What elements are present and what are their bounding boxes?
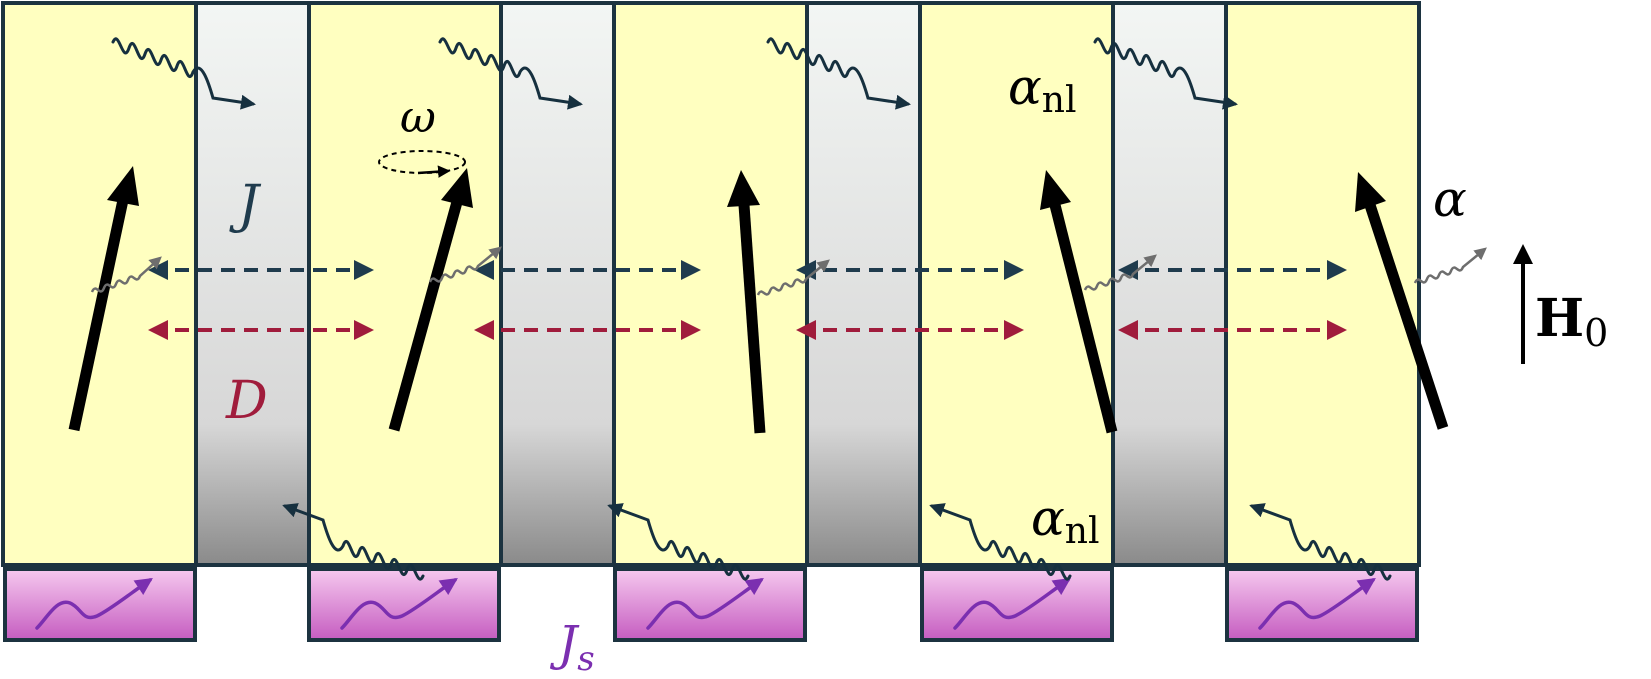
spin-current-pad-2 (307, 567, 501, 642)
wavy-arrow-icon (438, 37, 583, 110)
wavy-arrow-icon (1093, 37, 1238, 110)
wavy-arrow-icon (428, 246, 502, 283)
local-damping-waves (90, 246, 1487, 296)
wavy-arrow-icon (282, 503, 425, 581)
wavy-arrow-icon (1413, 247, 1487, 284)
H0-label: H0 (1535, 288, 1608, 355)
omega-label: ω (400, 92, 436, 143)
precession-indicator: ω (378, 92, 466, 178)
spin-current-pads (3, 567, 1419, 642)
wavy-arrow-icon (929, 503, 1072, 581)
squiggle-arrow-icon (953, 578, 1071, 630)
moment-arrow-3 (727, 170, 766, 434)
alpha-label: α (1433, 170, 1467, 228)
external-field-indicator: H0 (1513, 244, 1608, 364)
Js-label: Js (549, 616, 595, 679)
wavy-arrow-icon (90, 256, 162, 293)
wavy-arrow-icon (1083, 254, 1157, 291)
ferromagnet-layer-2 (307, 1, 503, 567)
spin-current-pad-1 (3, 567, 197, 642)
moment-arrow-4 (1040, 170, 1118, 434)
ferromagnet-layers (1, 1, 1421, 567)
wavy-arrow-icon (607, 503, 750, 581)
spacer-layer-4 (1111, 1, 1228, 567)
alpha-nl-label-bottom: αnl (1031, 489, 1099, 552)
squiggle-arrow-icon (340, 578, 458, 630)
wavy-arrow-icon (766, 37, 911, 110)
magnetic-moments (68, 166, 1449, 434)
D-label: D (225, 371, 268, 431)
squiggle-arrow-icon (1258, 578, 1376, 630)
moment-arrow-5 (1355, 172, 1449, 430)
wavy-arrow-icon (1249, 503, 1392, 581)
spin-current-pad-3 (613, 567, 807, 642)
spin-current-pad-4 (920, 567, 1114, 642)
alpha-nl-label-top: αnl (1008, 58, 1076, 121)
spacer-layer-2 (499, 1, 616, 567)
ferromagnet-layer-3 (612, 1, 809, 567)
wavy-arrow-icon (756, 259, 830, 296)
ferromagnet-layer-4 (918, 1, 1115, 567)
spin-pumping-waves-top (111, 37, 1238, 110)
squiggle-arrow-icon (646, 578, 764, 630)
spin-pumping-waves-bottom (282, 503, 1392, 581)
spin-current-arrows (35, 578, 1376, 630)
wavy-arrow-icon (111, 37, 256, 110)
precession-arrow (417, 165, 451, 178)
squiggle-arrow-icon (35, 578, 153, 630)
ferromagnet-layer-5 (1224, 1, 1421, 567)
spacer-layer-1 (194, 1, 311, 567)
moment-arrow-2 (388, 168, 473, 432)
moment-arrow-1 (68, 166, 139, 432)
